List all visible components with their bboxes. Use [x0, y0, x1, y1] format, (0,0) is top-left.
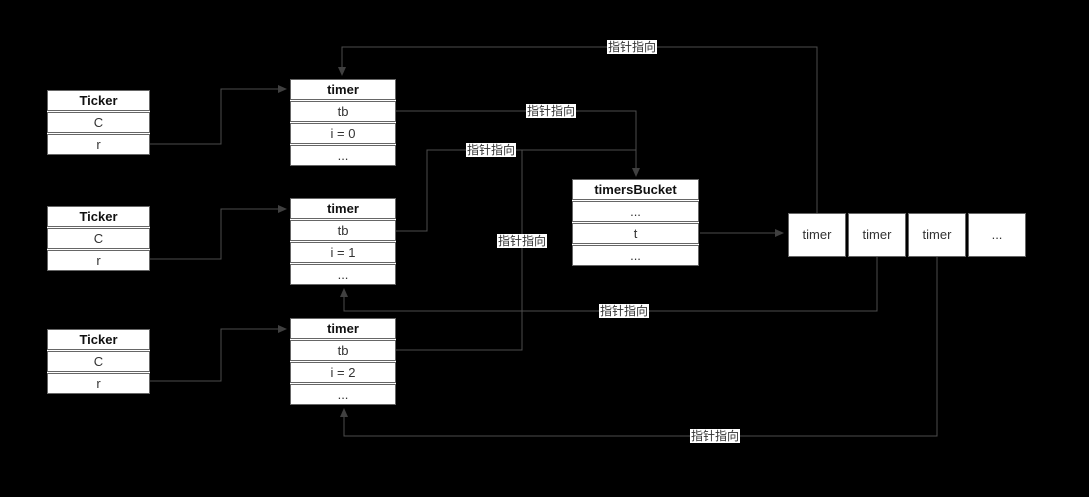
- ticker-2-field-r: r: [47, 250, 150, 271]
- ticker-1-field-c: C: [47, 112, 150, 133]
- edge-array-cell1-to-timer1: [338, 46, 818, 213]
- timer-1-title: timer: [290, 79, 396, 100]
- timer-1-field-ellipsis: ...: [290, 145, 396, 166]
- timer-3-title: timer: [290, 318, 396, 339]
- timer-array: timer timer timer ...: [788, 213, 1026, 257]
- timer-array-cell-4: ...: [968, 213, 1026, 257]
- edge-ticker3-r-to-timer3: [150, 325, 287, 382]
- ticker-1-title: Ticker: [47, 90, 150, 111]
- edge-array-cell3-to-timer3: [340, 257, 938, 437]
- ticker-node-3: Ticker C r: [47, 329, 150, 394]
- edge-label-timer2-tb-to-bucket: 指针指向: [465, 143, 517, 157]
- ticker-1-field-r: r: [47, 134, 150, 155]
- timer-node-1: timer tb i = 0 ...: [290, 79, 396, 166]
- bucket-field-t: t: [572, 223, 699, 244]
- timer-3-field-ellipsis: ...: [290, 384, 396, 405]
- timer-3-field-tb: tb: [290, 340, 396, 361]
- edge-label-array-cell2-to-timer2: 指针指向: [598, 304, 650, 318]
- timer-1-field-i: i = 0: [290, 123, 396, 144]
- edge-ticker1-r-to-timer1: [150, 85, 287, 145]
- bucket-field-ellipsis-top: ...: [572, 201, 699, 222]
- timer-2-title: timer: [290, 198, 396, 219]
- edge-timer2-tb-to-bucket: [396, 149, 636, 232]
- ticker-3-title: Ticker: [47, 329, 150, 350]
- timer-array-cell-3: timer: [908, 213, 966, 257]
- timer-array-cell-1: timer: [788, 213, 846, 257]
- timer-2-field-tb: tb: [290, 220, 396, 241]
- timer-node-3: timer tb i = 2 ...: [290, 318, 396, 405]
- edge-label-array-cell1-to-timer1: 指针指向: [606, 40, 658, 54]
- ticker-node-2: Ticker C r: [47, 206, 150, 271]
- timer-3-field-i: i = 2: [290, 362, 396, 383]
- edge-label-timer1-tb-to-bucket: 指针指向: [525, 104, 577, 118]
- ticker-2-title: Ticker: [47, 206, 150, 227]
- timer-node-2: timer tb i = 1 ...: [290, 198, 396, 285]
- edge-timer1-tb-to-bucket: [396, 110, 640, 177]
- ticker-2-field-c: C: [47, 228, 150, 249]
- edge-timer3-tb-to-bucket: [396, 150, 523, 351]
- ticker-3-field-c: C: [47, 351, 150, 372]
- ticker-3-field-r: r: [47, 373, 150, 394]
- edge-label-timer3-tb-to-bucket: 指针指向: [496, 234, 548, 248]
- timer-2-field-i: i = 1: [290, 242, 396, 263]
- ticker-node-1: Ticker C r: [47, 90, 150, 155]
- bucket-field-ellipsis-bottom: ...: [572, 245, 699, 266]
- timers-bucket-node: timersBucket ... t ...: [572, 179, 699, 266]
- timer-array-cell-2: timer: [848, 213, 906, 257]
- timer-1-field-tb: tb: [290, 101, 396, 122]
- edge-ticker2-r-to-timer2: [150, 205, 287, 260]
- timer-2-field-ellipsis: ...: [290, 264, 396, 285]
- edge-label-array-cell3-to-timer3: 指针指向: [689, 429, 741, 443]
- bucket-title: timersBucket: [572, 179, 699, 200]
